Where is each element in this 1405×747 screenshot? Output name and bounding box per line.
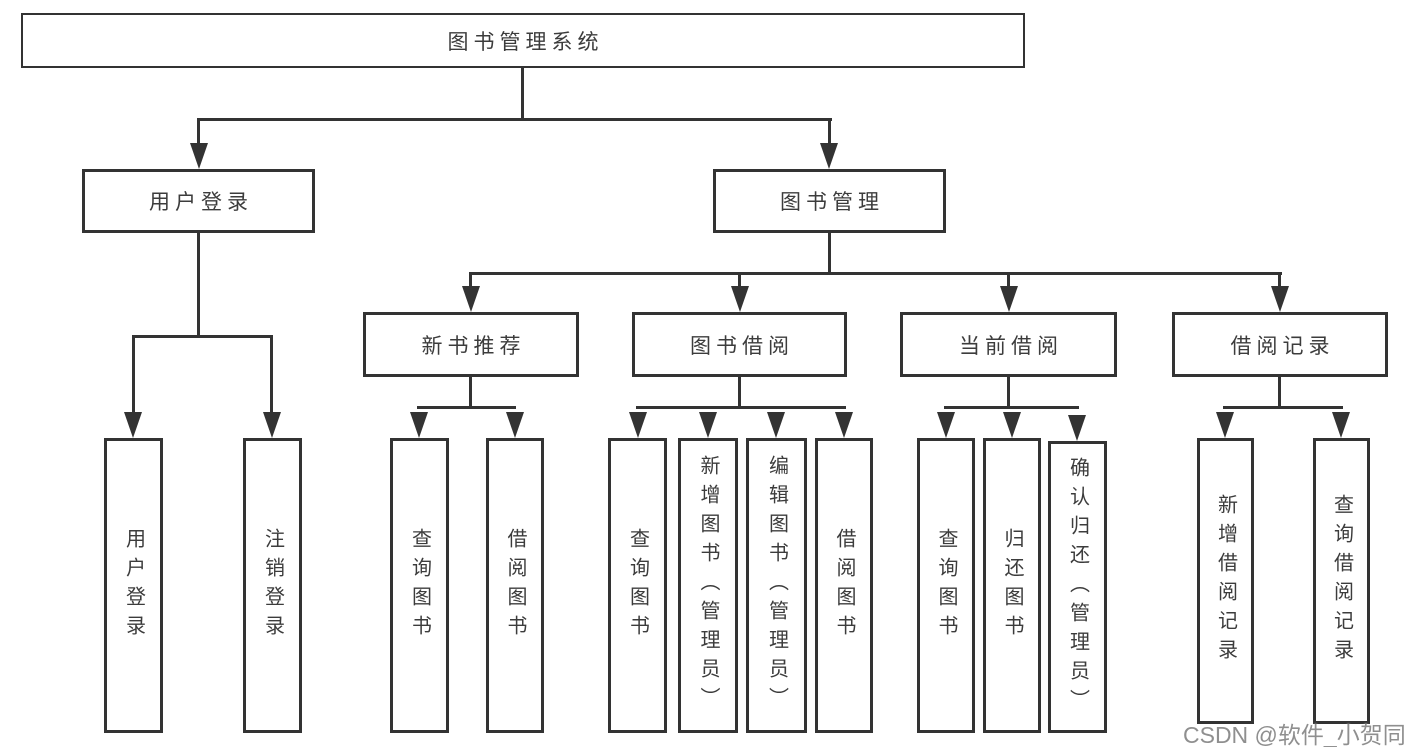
leaf-query-books-recommend: 查询图书 xyxy=(390,438,449,733)
arrow-head xyxy=(462,286,480,312)
connector-line xyxy=(1223,406,1343,409)
node-borrowing-records: 借阅记录 xyxy=(1172,312,1388,377)
arrow-head xyxy=(835,412,853,438)
leaf-query-books-current: 查询图书 xyxy=(917,438,975,733)
arrow-head xyxy=(1271,286,1289,312)
connector-line xyxy=(1278,377,1281,408)
node-label: 归还图书 xyxy=(1001,527,1023,644)
node-label: 注销登录 xyxy=(261,527,284,644)
connector-line xyxy=(270,335,273,414)
leaf-query-borrow-record: 查询借阅记录 xyxy=(1313,438,1370,724)
connector-line xyxy=(738,272,741,288)
node-current-borrowing: 当前借阅 xyxy=(900,312,1117,377)
connector-line xyxy=(828,118,831,146)
node-label: 新书推荐 xyxy=(421,334,526,358)
connector-line xyxy=(132,335,273,338)
connector-line xyxy=(197,118,200,146)
node-label: 图书管理 xyxy=(780,191,884,214)
connector-line xyxy=(521,68,524,120)
connector-line xyxy=(828,233,831,274)
connector-line xyxy=(197,118,832,121)
node-label: 图书管理系统 xyxy=(447,30,604,54)
connector-line xyxy=(469,377,472,408)
leaf-borrow-books-recommend: 借阅图书 xyxy=(486,438,544,733)
connector-line xyxy=(132,335,135,414)
connector-line xyxy=(469,272,472,288)
arrow-head xyxy=(699,412,717,438)
node-user-login: 用户登录 xyxy=(82,169,315,233)
arrow-head xyxy=(820,143,838,169)
arrow-head xyxy=(1000,286,1018,312)
connector-line xyxy=(636,406,846,409)
leaf-return-books: 归还图书 xyxy=(983,438,1041,733)
arrow-head xyxy=(506,412,524,438)
node-label: 查询图书 xyxy=(626,527,649,644)
leaf-add-borrow-record: 新增借阅记录 xyxy=(1197,438,1254,724)
node-label: 借阅图书 xyxy=(833,527,855,644)
arrow-head xyxy=(124,412,142,438)
node-label: 借阅记录 xyxy=(1230,334,1335,358)
node-label: 查询借阅记录 xyxy=(1330,494,1353,668)
connector-line xyxy=(470,272,1282,275)
node-label: 用户登录 xyxy=(149,191,253,214)
node-label: 查询图书 xyxy=(408,527,431,644)
arrow-head xyxy=(1332,412,1350,438)
arrow-head xyxy=(1003,412,1021,438)
node-label: 编辑图书（管理员） xyxy=(765,455,788,716)
node-label: 查询图书 xyxy=(935,527,957,644)
node-book-management: 图书管理 xyxy=(713,169,946,233)
node-library-system-root: 图书管理系统 xyxy=(21,13,1025,68)
connector-line xyxy=(738,377,741,408)
arrow-head xyxy=(937,412,955,438)
watermark: CSDN @软件_小贺同学 xyxy=(1183,722,1405,747)
connector-line xyxy=(1007,272,1010,288)
node-new-book-recommendation: 新书推荐 xyxy=(363,312,579,377)
leaf-confirm-return-admin: 确认归还（管理员） xyxy=(1048,441,1107,733)
arrow-head xyxy=(731,286,749,312)
connector-line xyxy=(197,233,200,337)
connector-line xyxy=(944,406,1079,409)
arrow-head xyxy=(263,412,281,438)
leaf-add-book-admin: 新增图书（管理员） xyxy=(678,438,738,733)
node-book-borrowing: 图书借阅 xyxy=(632,312,847,377)
arrow-head xyxy=(767,412,785,438)
arrow-head xyxy=(410,412,428,438)
arrow-head xyxy=(1068,415,1086,441)
leaf-user-login: 用户登录 xyxy=(104,438,163,733)
node-label: 当前借阅 xyxy=(959,334,1063,358)
leaf-borrow-books-borrowing: 借阅图书 xyxy=(815,438,873,733)
node-label: 借阅图书 xyxy=(504,527,526,644)
arrow-head xyxy=(629,412,647,438)
node-label: 图书借阅 xyxy=(690,334,794,358)
connector-line xyxy=(1007,377,1010,408)
node-label: 新增图书（管理员） xyxy=(697,455,719,716)
node-label: 确认归还（管理员） xyxy=(1066,456,1089,718)
node-label: 新增借阅记录 xyxy=(1214,494,1237,668)
node-label: 用户登录 xyxy=(122,527,145,644)
connector-line xyxy=(1278,272,1281,288)
leaf-logout-login: 注销登录 xyxy=(243,438,302,733)
arrow-head xyxy=(190,143,208,169)
arrow-head xyxy=(1216,412,1234,438)
leaf-query-books-borrowing: 查询图书 xyxy=(608,438,667,733)
leaf-edit-book-admin: 编辑图书（管理员） xyxy=(746,438,807,733)
connector-line xyxy=(417,406,516,409)
